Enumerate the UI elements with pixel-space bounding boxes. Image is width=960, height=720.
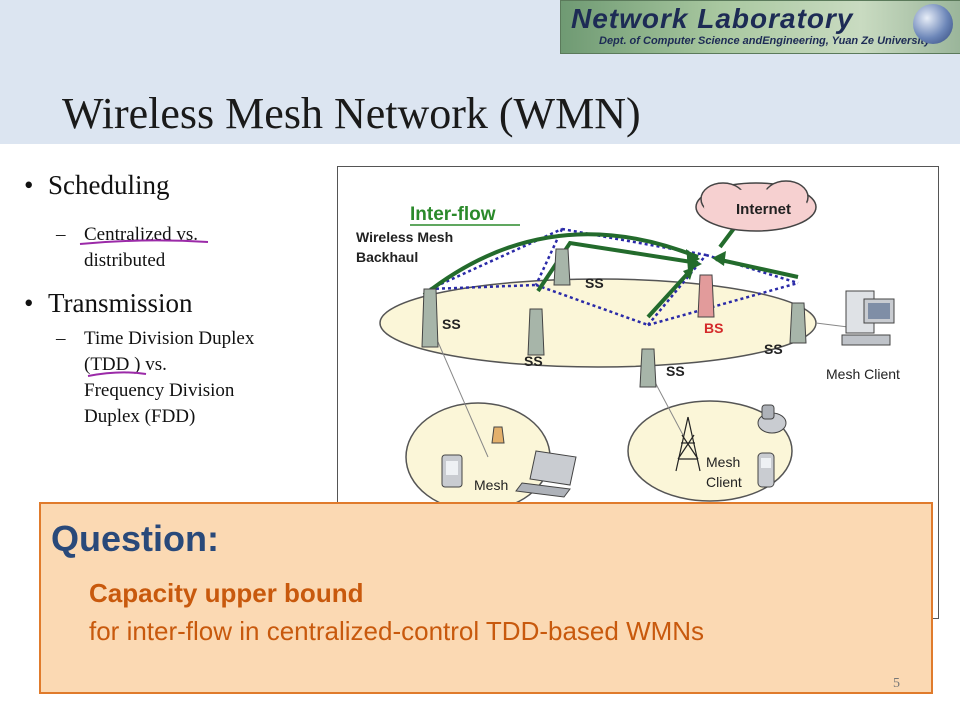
slide-title: Wireless Mesh Network (WMN) [62, 89, 641, 138]
question-line-1: Capacity upper bound [89, 578, 364, 608]
desktop-client-icon [841, 290, 895, 346]
backhaul-link [647, 281, 799, 327]
arrow-head [683, 267, 694, 280]
sub-bullet-text: Time Division Duplex (TDD ) vs. Frequenc… [84, 326, 334, 430]
ss-label: SS [442, 316, 461, 332]
ss-label: SS [764, 341, 783, 357]
tower-antenna-icon [675, 416, 701, 472]
bs-label: BS [704, 320, 723, 336]
bullet-text: Scheduling [48, 170, 170, 200]
bullet-text: Transmission [48, 288, 193, 318]
sub-line: (TDD ) vs. [84, 354, 167, 375]
backhaul-link [535, 283, 649, 327]
mesh-word-right: Mesh [706, 454, 740, 470]
ss-antenna-icon [639, 348, 657, 388]
ss-label: SS [524, 353, 543, 369]
sub-line: Frequency Division [84, 380, 235, 401]
client-word-right: Client [706, 474, 742, 490]
bs-antenna-icon [697, 274, 715, 318]
question-line-2: for inter-flow in centralized-control TD… [89, 616, 705, 646]
ss-label: SS [585, 275, 604, 291]
mesh-word-left: Mesh [474, 477, 508, 493]
laptop-client-icon [515, 450, 577, 498]
pda-client-icon [441, 454, 463, 488]
grey-link [815, 322, 849, 328]
client-ellipse-right [627, 400, 793, 502]
ss-antennas [421, 248, 807, 388]
dash-icon: – [56, 224, 66, 245]
dash-icon: – [56, 328, 66, 349]
logo-title: Network Laboratory [571, 3, 854, 34]
backhaul-label-2: Backhaul [356, 249, 418, 265]
ss-antenna-icon [789, 302, 807, 344]
inter-flow-label: Inter-flow [410, 204, 496, 225]
backhaul-link [705, 253, 799, 285]
grey-link [437, 341, 489, 458]
wmn-diagram-svg: Internet Inter-flow Wireless Mesh Backha… [356, 180, 900, 512]
globe-icon [913, 4, 953, 44]
sub-line: Duplex (FDD) [84, 406, 196, 427]
question-box: Question: Capacity upper bound for inter… [39, 502, 933, 694]
sub-line: distributed [84, 250, 166, 271]
internet-label: Internet [736, 201, 791, 218]
ss-antenna-icon [527, 308, 545, 356]
flow-arrow [646, 269, 692, 319]
client-ellipse-left [405, 402, 551, 512]
mesh-client-label: Mesh Client [826, 366, 900, 382]
inter-flow-arrows [422, 213, 799, 319]
mobile-client-icon [757, 452, 775, 488]
backhaul-link [534, 228, 564, 286]
underline-marks [79, 239, 209, 377]
question-title: Question: [51, 518, 219, 559]
client-antenna-icon [491, 426, 505, 444]
ss-antenna-icon [553, 248, 571, 286]
sub-line: Time Division Duplex [84, 328, 255, 349]
network-lab-logo: Network Laboratory Dept. of Computer Sci… [560, 0, 960, 54]
flow-arrow [715, 257, 799, 279]
bullet-dot-icon: • [24, 288, 34, 318]
arrow-head [712, 251, 726, 266]
flow-arrow [536, 240, 699, 293]
flow-arrow [422, 232, 699, 297]
page-number: 5 [893, 676, 900, 691]
ss-antenna-icon [421, 288, 439, 348]
internet-cloud-icon [695, 180, 817, 232]
arrow-head [687, 257, 702, 271]
bullet-dot-icon: • [24, 170, 34, 200]
phone-client-icon [757, 404, 787, 434]
backhaul-label-1: Wireless Mesh [356, 229, 453, 245]
ss-label: SS [666, 363, 685, 379]
logo-subtitle: Dept. of Computer Science andEngineering… [599, 35, 931, 47]
